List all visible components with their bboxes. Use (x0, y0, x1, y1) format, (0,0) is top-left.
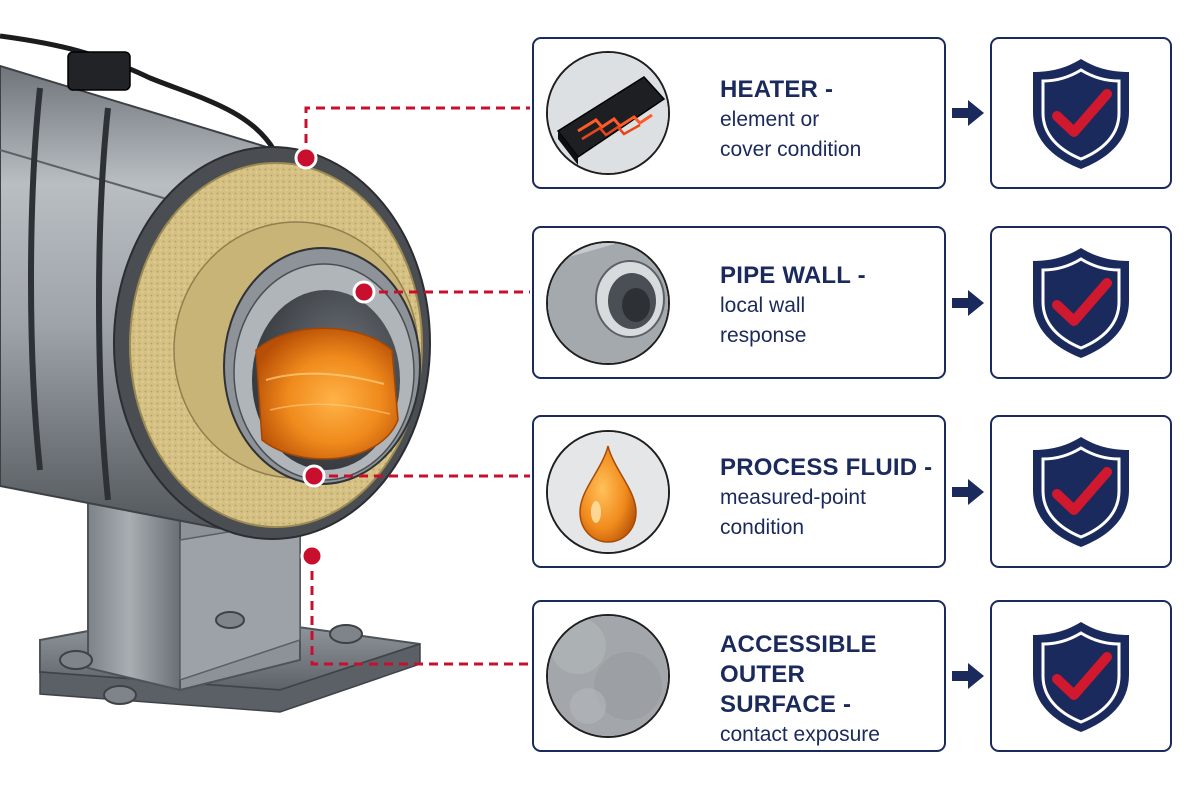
status-box-pipe-wall (990, 226, 1172, 379)
shield-check-icon (1033, 59, 1129, 169)
pipe-straps (28, 87, 111, 501)
card-description-line: cover condition (720, 138, 862, 161)
fluid-drop-icon (546, 430, 670, 554)
bolt-group (59, 611, 363, 705)
component-card-heater: HEATER - element or cover condition (532, 37, 946, 189)
arrow-right-icon (952, 479, 984, 505)
status-box-process-fluid (990, 415, 1172, 568)
status-box-heater (990, 37, 1172, 189)
card-description-line: response (720, 324, 807, 347)
pipe-section-icon (546, 241, 670, 365)
status-box-outer-surface (990, 600, 1172, 752)
component-card-pipe-wall: PIPE WALL - local wall response (532, 226, 946, 379)
shield-check-icon (1033, 248, 1129, 358)
card-title: ACCESSIBLE OUTER (720, 631, 877, 688)
arrow-right-icon (952, 100, 984, 126)
shield-check-icon (1033, 437, 1129, 547)
fluid-highlight (265, 372, 385, 385)
card-description-line: contact exposure (720, 723, 880, 746)
heater-element-icon (546, 51, 670, 175)
callout-dots (294, 146, 376, 568)
component-card-process-fluid: PROCESS FLUID - measured-point condition (532, 415, 946, 568)
fluid-highlight (269, 403, 391, 415)
card-title: PIPE WALL - (720, 262, 866, 289)
card-description-line: condition (720, 516, 805, 539)
arrow-right-icon (952, 663, 984, 689)
card-title: PROCESS FLUID - (720, 454, 933, 481)
card-title: HEATER - (720, 76, 834, 103)
card-description-line: element or (720, 108, 820, 131)
card-description-line: local wall (720, 294, 806, 317)
heater-cable (0, 33, 277, 152)
arrow-right-icon (952, 290, 984, 316)
metal-surface-icon (546, 614, 670, 738)
process-fluid (255, 327, 399, 460)
card-description-line: measured-point (720, 486, 866, 509)
component-card-outer-surface: ACCESSIBLE OUTER SURFACE - contact expos… (532, 600, 946, 752)
callout-lines (304, 106, 530, 666)
heater-junction-box (67, 51, 131, 91)
shield-check-icon (1033, 622, 1129, 732)
card-title: SURFACE - (720, 691, 852, 718)
